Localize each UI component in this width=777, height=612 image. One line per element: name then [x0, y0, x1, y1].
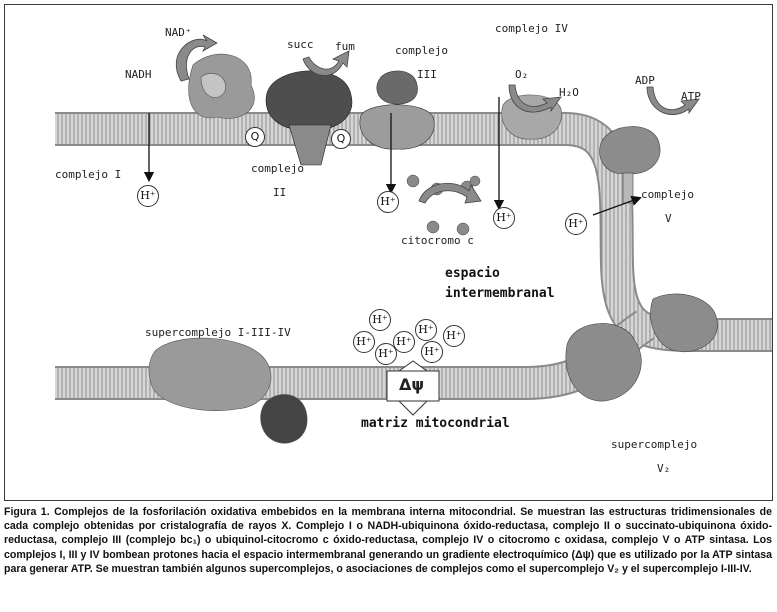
- ubiquinone-q-right: Q: [331, 129, 351, 149]
- complex-v-number: V: [665, 213, 672, 224]
- complex-ii-label: complejo: [251, 163, 304, 174]
- nad-plus-label: NAD⁺: [165, 27, 192, 38]
- proton-complex-i: H⁺: [137, 185, 159, 207]
- complex-v-label: complejo: [641, 189, 694, 200]
- complex-i-label: complejo I: [55, 169, 121, 180]
- proton-gradient: H⁺: [375, 343, 397, 365]
- h2o-label: H₂O: [559, 87, 579, 98]
- intermembrane-space-label-2: intermembranal: [445, 287, 555, 300]
- proton-gradient: H⁺: [421, 341, 443, 363]
- complex-iii-number: III: [417, 69, 437, 80]
- figure-caption: Figura 1. Complejos de la fosforilación …: [4, 505, 772, 576]
- intermembrane-space-label-1: espacio: [445, 267, 500, 280]
- proton-complex-iv: H⁺: [493, 207, 515, 229]
- atp-label: ATP: [681, 91, 701, 102]
- cytochrome-c-label: citocromo c: [401, 235, 474, 246]
- proton-complex-iii: H⁺: [377, 191, 399, 213]
- nadh-label: NADH: [125, 69, 152, 80]
- supercomplex-v2-label: supercomplejo: [611, 439, 697, 450]
- o2-label: O₂: [515, 69, 528, 80]
- succ-label: succ: [287, 39, 314, 50]
- proton-gradient: H⁺: [353, 331, 375, 353]
- ubiquinone-q-left: Q: [245, 127, 265, 147]
- complex-i-structure: [189, 54, 255, 118]
- complex-ii-number: II: [273, 187, 286, 198]
- complex-iii-structure: [360, 71, 434, 149]
- complex-iii-label: complejo: [395, 45, 448, 56]
- cytochrome-c-arrow: [419, 183, 481, 203]
- complex-iv-label: complejo IV: [495, 23, 568, 34]
- supercomplex-v2-number: V₂: [657, 463, 670, 474]
- fum-label: fum: [335, 41, 355, 52]
- proton-complex-v: H⁺: [565, 213, 587, 235]
- complex-ii-structure: [266, 71, 352, 165]
- proton-gradient: H⁺: [443, 325, 465, 347]
- mitochondrial-matrix-label: matriz mitocondrial: [361, 417, 510, 430]
- delta-psi-label: Δψ: [399, 377, 424, 393]
- adp-label: ADP: [635, 75, 655, 86]
- proton-gradient: H⁺: [415, 319, 437, 341]
- proton-gradient: H⁺: [369, 309, 391, 331]
- diagram-panel: NAD⁺ NADH succ fum complejo III complejo…: [4, 4, 773, 501]
- supercomplex-i-iii-iv-label: supercomplejo I-III-IV: [145, 327, 291, 338]
